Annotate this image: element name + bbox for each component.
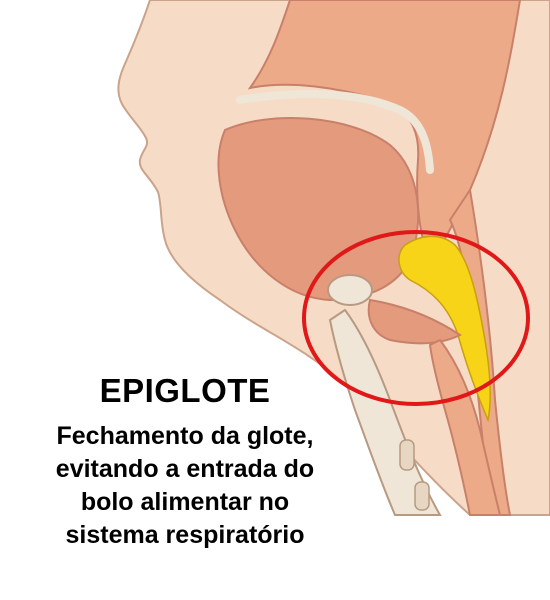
food-bolus (398, 235, 491, 423)
description-line: evitando a entrada do (55, 455, 315, 483)
description-line: bolo alimentar no (80, 488, 290, 516)
palate (236, 90, 434, 174)
nasal-cavity (247, 0, 522, 262)
caption-block: EPIGLOTE Fechamento da glote, evitando a… (0, 372, 370, 552)
tracheal-ring (414, 481, 430, 511)
esophagus (428, 338, 502, 516)
tracheal-ring (399, 439, 415, 471)
description-line: sistema respiratório (65, 521, 305, 549)
highlight-circle (302, 230, 530, 406)
diagram-description: Fechamento da glote, evitando a entrada … (0, 420, 370, 552)
description-line: Fechamento da glote, (56, 422, 314, 450)
epiglottis-cartilage (327, 274, 373, 306)
diagram-title: EPIGLOTE (99, 372, 271, 409)
tongue (217, 117, 420, 302)
